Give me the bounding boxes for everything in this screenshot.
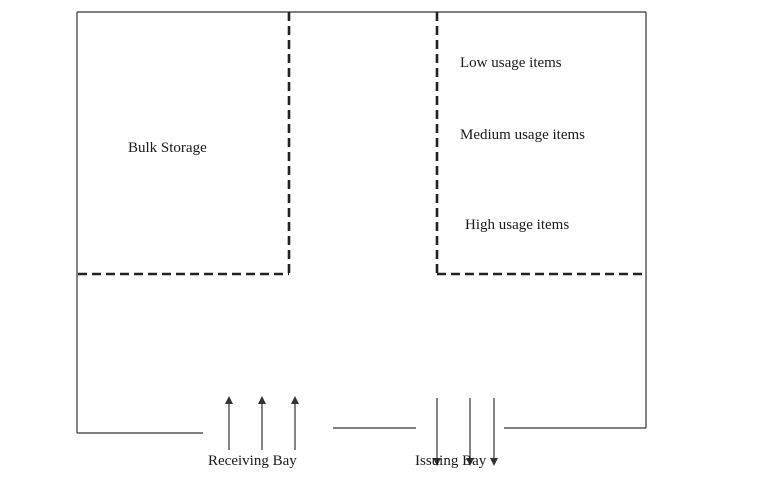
issuing-bay-arrows <box>433 398 498 466</box>
receiving-bay-label: Receiving Bay <box>208 453 297 469</box>
usage-zone-boundary <box>435 12 646 276</box>
low-usage-label: Low usage items <box>460 55 562 71</box>
high-usage-label: High usage items <box>465 217 569 233</box>
bulk-storage-label: Bulk Storage <box>128 140 207 156</box>
bulk-storage-boundary <box>78 12 291 276</box>
medium-usage-label: Medium usage items <box>460 127 585 143</box>
outer-walls <box>76 11 647 434</box>
issuing-bay-label: Issuing Bay <box>415 453 487 469</box>
receiving-bay-arrows <box>225 396 299 450</box>
